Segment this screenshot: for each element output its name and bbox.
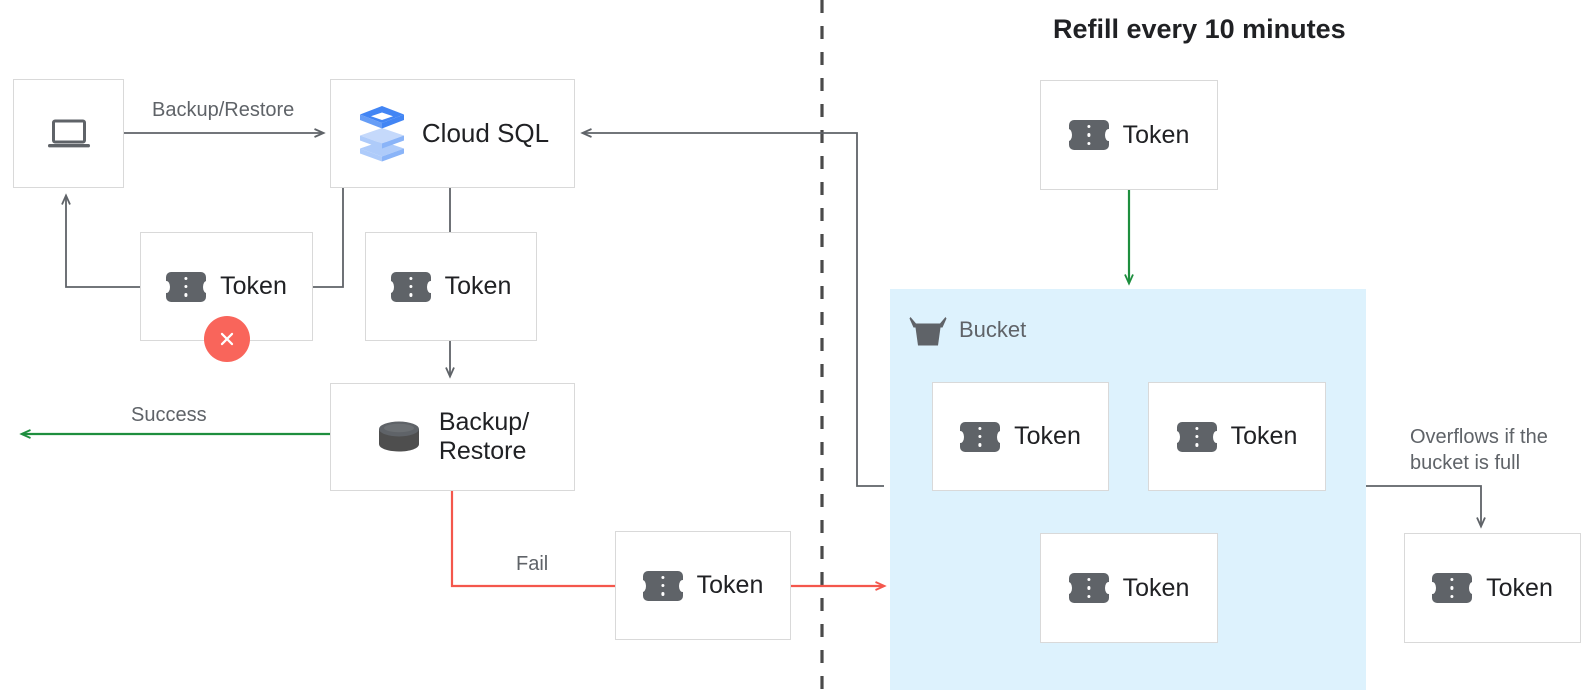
- page-title: Refill every 10 minutes: [1053, 14, 1346, 44]
- token-icon: [1173, 421, 1221, 452]
- bucket-header: Bucket: [908, 313, 1026, 347]
- node-label-backup-restore: Backup/ Restore: [438, 408, 530, 465]
- node-backup-restore[interactable]: Backup/ Restore: [330, 383, 575, 491]
- edge-label-backup-restore: Backup/Restore: [152, 99, 295, 121]
- node-cloud-sql[interactable]: Cloud SQL: [330, 79, 575, 188]
- edge-label-overflow: Overflows if the bucket is full: [1410, 426, 1548, 474]
- node-label-bucket-token-2: Token: [1230, 422, 1298, 451]
- edge-bucket-overflow: [1366, 485, 1481, 526]
- bucket-icon: [908, 313, 948, 347]
- token-icon: [1065, 120, 1113, 150]
- node-label-cloud-sql: Cloud SQL: [421, 117, 550, 148]
- node-label-token-refill: Token: [1122, 120, 1190, 149]
- node-token-fail-return[interactable]: Token: [615, 531, 791, 640]
- database-icon: [376, 418, 422, 456]
- node-label-token-fail-return: Token: [696, 571, 764, 600]
- edge-token-to-client: [66, 196, 140, 288]
- edge-backup-fail: [450, 491, 615, 588]
- node-bucket-token-1[interactable]: Token: [932, 382, 1109, 491]
- edge-label-success: Success: [131, 404, 207, 426]
- edge-label-fail: Fail: [516, 553, 549, 575]
- token-icon: [1065, 573, 1113, 603]
- laptop-icon: [46, 117, 92, 151]
- node-token-overflow[interactable]: Token: [1404, 533, 1581, 643]
- error-x-badge: [204, 316, 250, 362]
- node-bucket-token-3[interactable]: Token: [1040, 533, 1218, 643]
- bucket-label: Bucket: [959, 317, 1027, 342]
- node-token-consumed[interactable]: Token: [365, 232, 537, 341]
- node-label-bucket-token-3: Token: [1122, 573, 1190, 602]
- token-icon: [956, 421, 1004, 452]
- node-label-token-failed: Token: [220, 272, 287, 301]
- node-label-bucket-token-1: Token: [1014, 422, 1081, 451]
- edge-bucket-to-cloudsql: [583, 133, 884, 487]
- token-icon: [387, 271, 435, 302]
- node-client[interactable]: [13, 79, 124, 188]
- node-label-token-overflow: Token: [1486, 573, 1553, 602]
- token-icon: [1428, 573, 1476, 603]
- cloud-sql-icon: [356, 103, 408, 165]
- node-token-refill[interactable]: Token: [1040, 80, 1218, 190]
- edge-cloudsql-to-token-failed: [313, 188, 344, 288]
- node-label-token-consumed: Token: [444, 272, 512, 301]
- token-icon: [639, 570, 687, 601]
- token-icon: [162, 271, 210, 302]
- node-bucket-token-2[interactable]: Token: [1148, 382, 1326, 491]
